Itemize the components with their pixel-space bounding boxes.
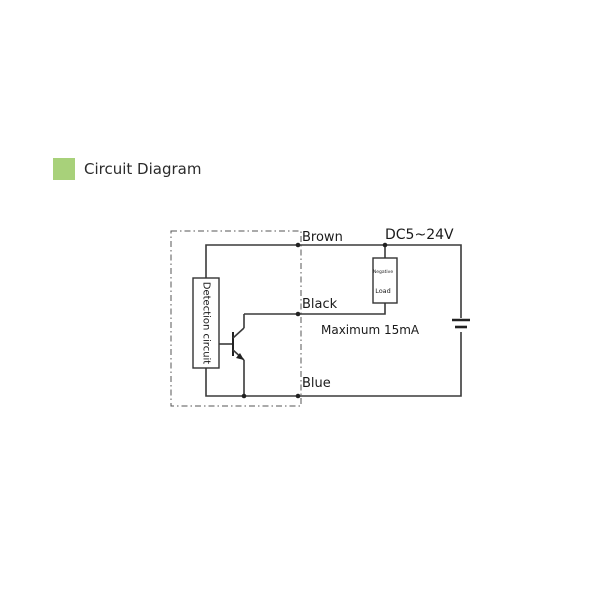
brown-label: Brown xyxy=(302,230,343,245)
supply-voltage-label: DC5~24V xyxy=(385,227,454,243)
section-title: Circuit Diagram xyxy=(84,160,202,178)
junction-dot-blue xyxy=(295,393,301,399)
black-wire xyxy=(298,303,386,315)
blue-label: Blue xyxy=(302,376,331,391)
junction-dot-emitter xyxy=(241,393,247,399)
section-accent-square xyxy=(53,158,75,180)
battery-symbol xyxy=(452,318,470,329)
brown-wire xyxy=(205,244,462,318)
junction-dot-brown xyxy=(295,242,301,248)
detection-circuit-box xyxy=(192,277,220,369)
black-label: Black xyxy=(302,297,338,312)
junction-dot-black xyxy=(295,311,301,317)
npn-transistor xyxy=(232,313,298,396)
detection-circuit-label: Detection circuit xyxy=(201,282,212,365)
blue-wire xyxy=(205,332,462,397)
sensor-enclosure xyxy=(170,230,302,407)
section-header: Circuit Diagram xyxy=(53,157,201,181)
load-box xyxy=(372,257,398,304)
max-current-label: Maximum 15mA xyxy=(321,323,420,337)
load-label: Load xyxy=(375,287,391,295)
junction-dot-load xyxy=(382,242,388,248)
load-negative-label: Negative xyxy=(373,269,393,275)
